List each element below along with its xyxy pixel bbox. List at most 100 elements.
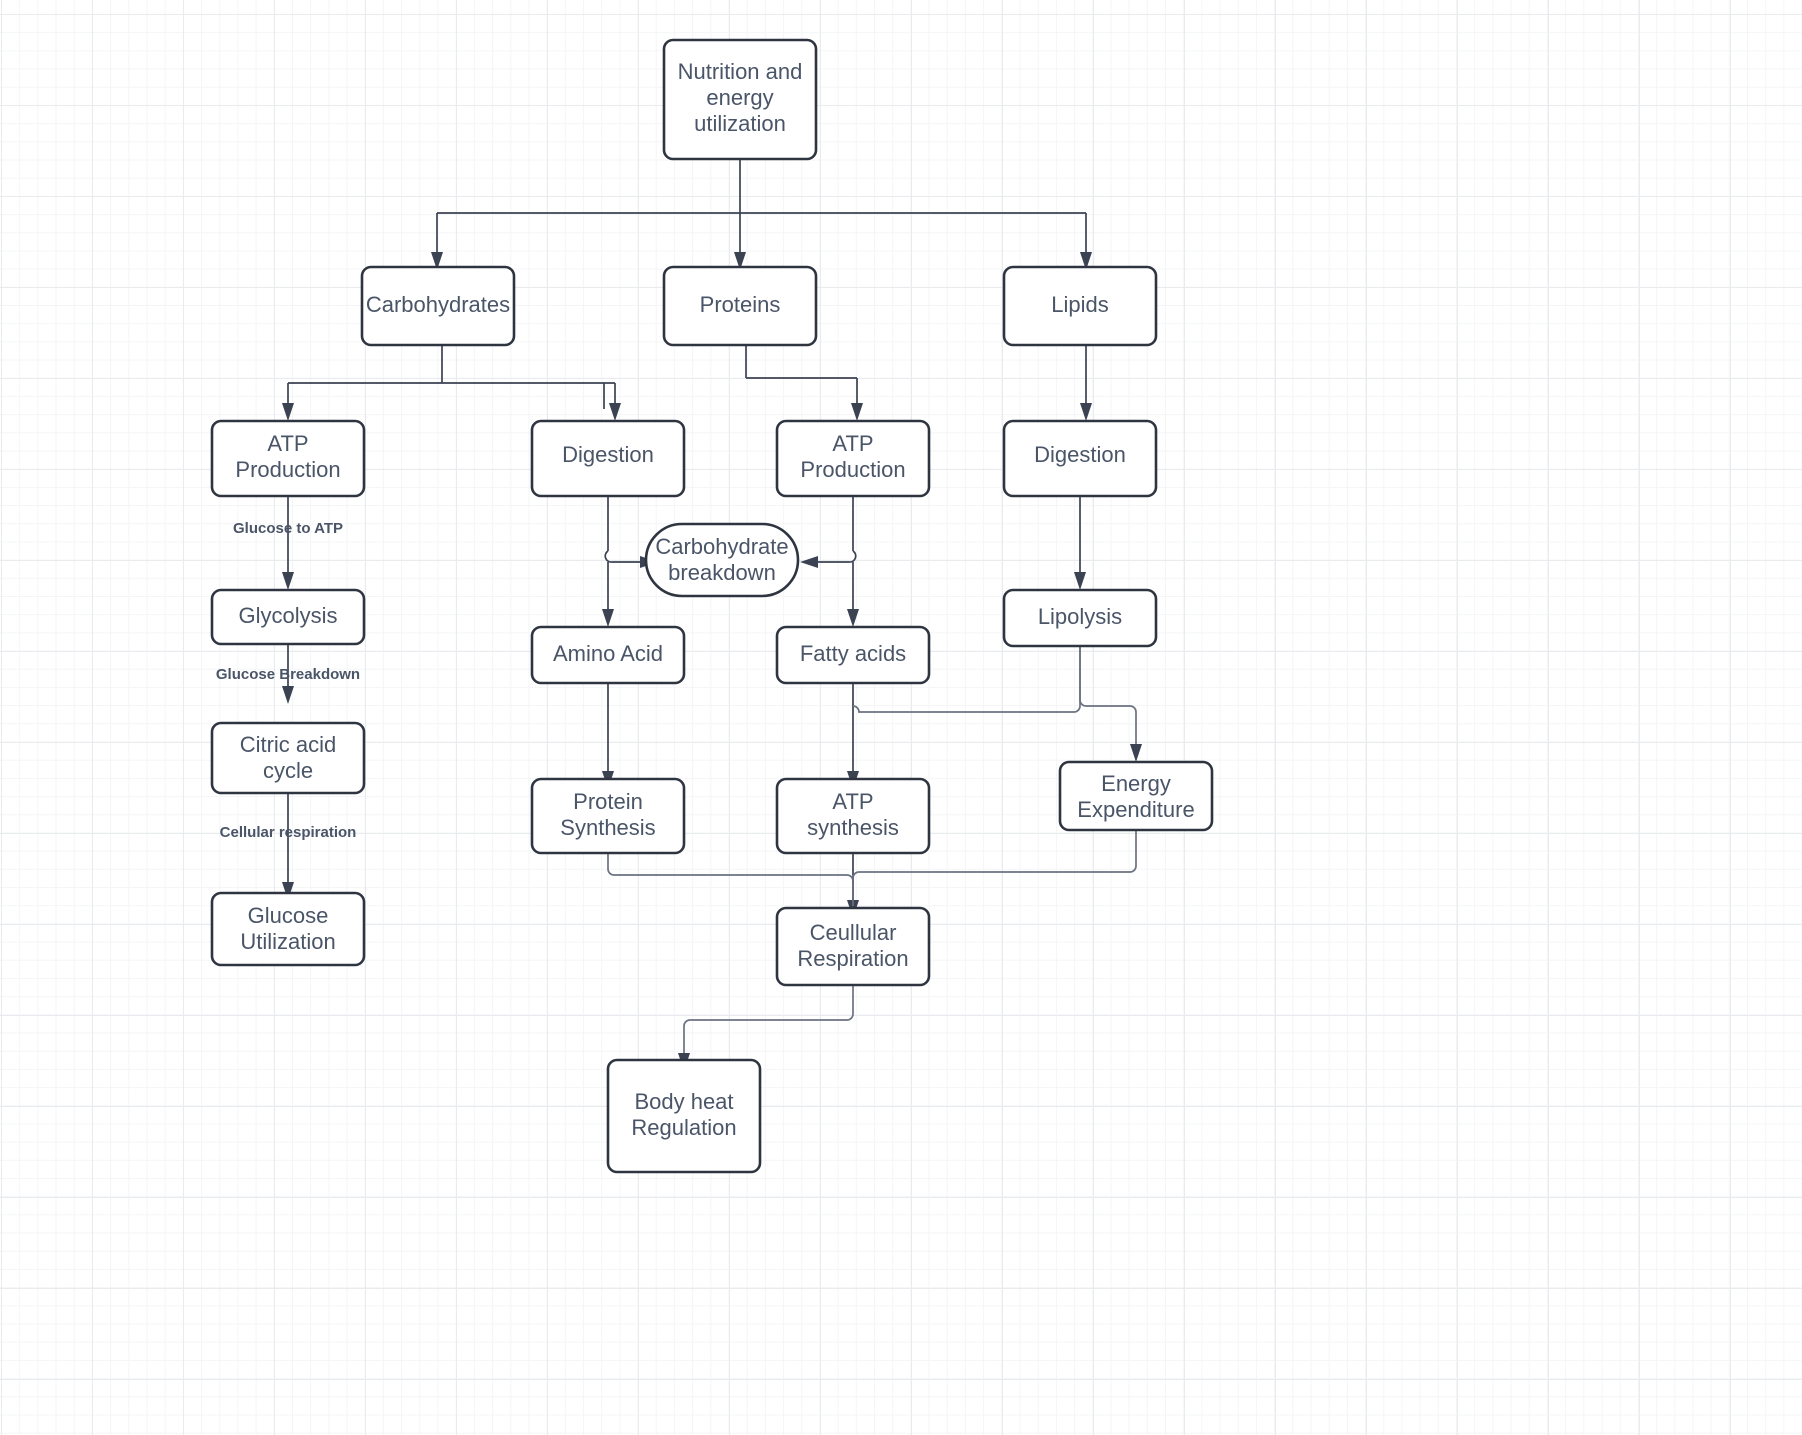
node-label: Glycolysis: [238, 603, 337, 628]
edge-label-glucose-breakdown: Glucose Breakdown: [216, 666, 360, 683]
node-label-line: Synthesis: [560, 815, 655, 840]
node-label-line: Body heat: [634, 1089, 733, 1114]
node-citric-acid-cycle[interactable]: Citric acid cycle: [210, 721, 366, 795]
node-shape-rounded-rect[interactable]: [210, 588, 366, 646]
edge-label-cellular-respiration: Cellular respiration: [220, 824, 357, 841]
node-label: Carbohydrates: [366, 292, 510, 317]
node-lipids[interactable]: Lipids: [1002, 265, 1158, 347]
node-label-line: breakdown: [668, 560, 776, 585]
arrowhead-carbohydrates-atp: [282, 403, 294, 421]
node-label: Lipolysis: [1038, 604, 1122, 629]
edge-labels-layer: Glucose to ATP Glucose Breakdown Cellula…: [216, 520, 360, 841]
node-digestion-lipids[interactable]: Digestion: [1002, 419, 1158, 498]
node-atp-production-lipids[interactable]: ATP Production: [775, 419, 931, 498]
node-label-line: ATP: [832, 431, 873, 456]
edge-label-glucose-to-atp: Glucose to ATP: [233, 520, 343, 537]
node-shape-rounded-rect[interactable]: [210, 891, 366, 967]
node-nutrition-and-energy-utilization[interactable]: Nutrition and energy utilization: [662, 38, 818, 161]
node-shape-rounded-rect[interactable]: [210, 721, 366, 795]
node-proteins[interactable]: Proteins: [662, 265, 818, 347]
arrowhead-root-proteins: [734, 252, 746, 270]
node-label-line: Protein: [573, 789, 643, 814]
node-shape-rounded-rect[interactable]: [530, 419, 686, 498]
node-label: Amino Acid: [553, 641, 663, 666]
node-label-line: Production: [235, 457, 340, 482]
node-ceullular-respiration[interactable]: Ceullular Respiration: [775, 906, 931, 987]
node-energy-expenditure[interactable]: Energy Expenditure: [1058, 760, 1214, 832]
node-amino-acid[interactable]: Amino Acid: [530, 625, 686, 685]
node-shape-rounded-rect[interactable]: [530, 625, 686, 685]
node-label-line: ATP: [267, 431, 308, 456]
node-label-line: Production: [800, 457, 905, 482]
node-label-line: utilization: [694, 111, 786, 136]
node-shape-rounded-rect[interactable]: [530, 777, 686, 855]
node-label-line: cycle: [263, 758, 313, 783]
arrowhead-atpright-fatty: [847, 609, 859, 627]
node-glycolysis[interactable]: Glycolysis: [210, 588, 366, 646]
node-shape-rounded-rect[interactable]: [1002, 265, 1158, 347]
node-digestion-proteins[interactable]: Digestion: [530, 419, 686, 498]
node-label-line: Regulation: [631, 1115, 736, 1140]
node-label-line: Nutrition and: [678, 59, 803, 84]
node-lipolysis[interactable]: Lipolysis: [1002, 588, 1158, 648]
nodes-layer: Nutrition and energy utilization Carbohy…: [210, 38, 1214, 1174]
node-label-line: Carbohydrate: [655, 534, 788, 559]
arrowhead-lipids-digestion: [1080, 403, 1092, 421]
arrowhead-root-lipids: [1080, 252, 1092, 270]
edge-digestion-to-carb-breakdown: [604, 550, 646, 563]
node-fatty-acids[interactable]: Fatty acids: [775, 625, 931, 685]
node-carbohydrates[interactable]: Carbohydrates: [360, 265, 516, 347]
arrowhead-glycolysis-citric: [282, 686, 294, 704]
node-label: Proteins: [700, 292, 781, 317]
node-shape-stadium[interactable]: [644, 522, 800, 598]
node-label: Digestion: [1034, 442, 1126, 467]
node-shape-rounded-rect[interactable]: [775, 777, 931, 855]
node-carbohydrate-breakdown[interactable]: Carbohydrate breakdown: [644, 522, 800, 598]
node-shape-rounded-rect[interactable]: [662, 265, 818, 347]
node-label: Fatty acids: [800, 641, 906, 666]
node-atp-production-carbohydrates[interactable]: ATP Production: [210, 419, 366, 498]
node-shape-rounded-rect[interactable]: [775, 419, 931, 498]
node-atp-synthesis[interactable]: ATP synthesis: [775, 777, 931, 855]
node-label: Digestion: [562, 442, 654, 467]
node-label-line: Energy: [1101, 771, 1171, 796]
node-shape-rounded-rect[interactable]: [606, 1058, 762, 1174]
node-label-line: ATP: [832, 789, 873, 814]
node-label-line: Expenditure: [1077, 797, 1194, 822]
arrowhead-atp-glycolysis: [282, 572, 294, 590]
node-shape-rounded-rect[interactable]: [1058, 760, 1214, 832]
arrowhead-citric-glucose: [282, 882, 294, 900]
node-shape-rounded-rect[interactable]: [1002, 588, 1158, 648]
node-label-line: Ceullular: [810, 920, 897, 945]
node-shape-rounded-rect[interactable]: [662, 38, 818, 161]
node-label: Lipids: [1051, 292, 1108, 317]
node-shape-rounded-rect[interactable]: [775, 906, 931, 987]
node-shape-rounded-rect[interactable]: [360, 265, 516, 347]
arrowhead-proteins-atp: [851, 403, 863, 421]
arrowhead-digestion-amino: [602, 609, 614, 627]
arrowhead-carbohydrates-digestion: [609, 403, 621, 421]
node-glucose-utilization[interactable]: Glucose Utilization: [210, 891, 366, 967]
edge-protein-synthesis-to-cell-respiration: [607, 853, 854, 906]
node-label-line: Citric acid: [240, 732, 337, 757]
edge-atpright-to-carb-breakdown: [812, 550, 857, 563]
node-protein-synthesis[interactable]: Protein Synthesis: [530, 777, 686, 855]
node-label-line: Glucose: [248, 903, 329, 928]
node-label-line: energy: [706, 85, 773, 110]
node-label-line: Respiration: [797, 946, 908, 971]
arrowhead-digestionlip-lipolysis: [1074, 572, 1086, 590]
node-label-line: Utilization: [240, 929, 335, 954]
node-body-heat-regulation[interactable]: Body heat Regulation: [606, 1058, 762, 1174]
edge-energy-expenditure-to-cell-respiration: [852, 830, 1137, 906]
arrowhead-root-carbohydrates: [431, 252, 443, 270]
node-shape-rounded-rect[interactable]: [775, 625, 931, 685]
node-shape-rounded-rect[interactable]: [210, 419, 366, 498]
edge-fatty-to-lipolysis: [852, 646, 1081, 713]
edge-lipolysis-to-energy-expenditure: [1079, 646, 1137, 750]
arrowhead-lipolysis-energy: [1130, 744, 1142, 762]
node-shape-rounded-rect[interactable]: [1002, 419, 1158, 498]
node-label-line: synthesis: [807, 815, 899, 840]
arrowhead-atpright-carbbreakdown: [800, 556, 818, 568]
